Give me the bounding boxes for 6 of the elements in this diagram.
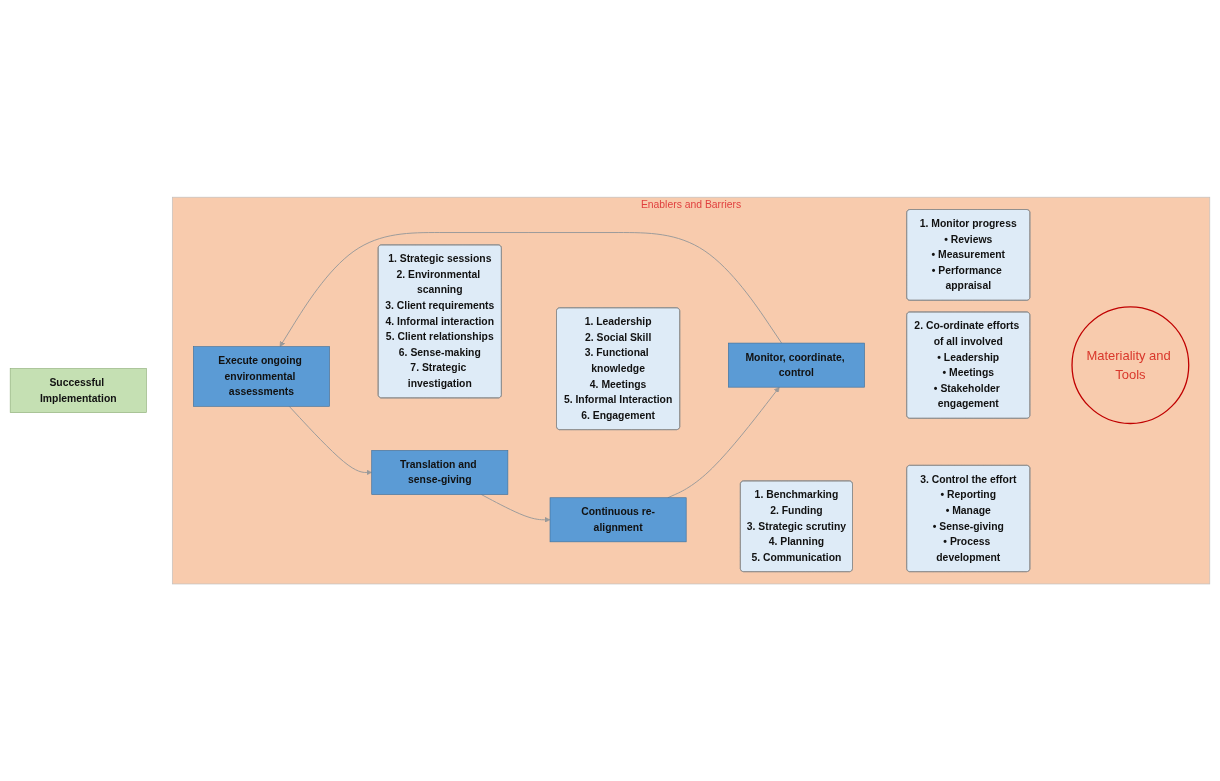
node-box: Translation and sense-giving [371, 450, 509, 495]
node-box: Continuous re-alignment [549, 497, 687, 543]
node-box: Execute ongoing environmental assessments [193, 346, 330, 407]
node-box: Monitor, coordinate, control [728, 342, 865, 388]
node-circle: Materiality and Tools [1071, 306, 1190, 425]
node-box: Successful Implementation [9, 368, 147, 413]
